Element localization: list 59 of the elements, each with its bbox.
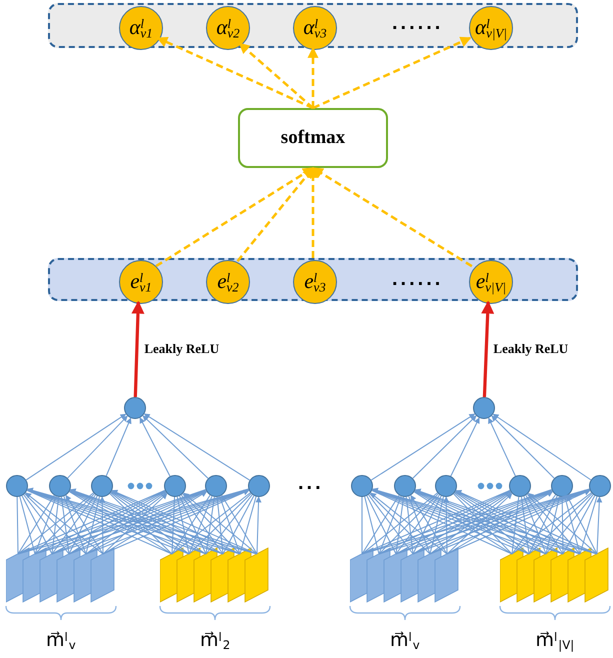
dashed-arrow [155, 166, 314, 268]
neuron-circle [551, 475, 573, 497]
neuron-circle [49, 475, 71, 497]
connection-arrow [140, 417, 170, 477]
neuron-circle [248, 475, 270, 497]
connection-arrow [492, 414, 592, 480]
connection-arrow [26, 414, 126, 480]
connection-arrow [488, 417, 516, 476]
attention-circle [206, 6, 250, 50]
dashed-arrow [156, 36, 314, 110]
attention-circle [469, 260, 513, 304]
neuron-circle [6, 475, 28, 497]
connection-arrow [68, 488, 258, 554]
edge-label: Leakly ReLU [143, 341, 220, 358]
attention-circle [469, 6, 513, 50]
dashed-panel [48, 3, 578, 48]
attention-circle [293, 260, 337, 304]
neuron-circle [435, 475, 457, 497]
ellipsis-text: ...... [392, 268, 444, 291]
neuron-circle [473, 397, 495, 419]
neuron-circle [351, 475, 373, 497]
neuron-circle [509, 475, 531, 497]
connection-arrow [144, 413, 250, 481]
neuron-circle [205, 475, 227, 497]
attention-circle [206, 260, 250, 304]
dashed-arrow [308, 166, 318, 258]
attention-circle [119, 6, 163, 50]
feature-map-stack [160, 546, 270, 604]
box-label: softmax [280, 127, 346, 149]
edge-label: Leakly ReLU [492, 341, 570, 358]
attention-circle [293, 6, 337, 50]
connection-arrow [414, 488, 598, 554]
neuron-circle [589, 475, 611, 497]
activation-arrow [481, 300, 494, 398]
feature-map-stack [350, 546, 460, 604]
activation-arrow [131, 300, 144, 398]
connection-arrow [106, 418, 132, 476]
neuron-circle [164, 475, 186, 497]
ellipsis-text: ...... [392, 12, 444, 35]
connection-arrow [412, 415, 477, 479]
attention-circle [119, 260, 163, 304]
feature-map-stack [500, 546, 610, 604]
neuron-circle [124, 397, 146, 419]
neuron-circle [91, 475, 113, 497]
dashed-arrow [312, 36, 472, 110]
connection-arrow [109, 490, 258, 554]
feature-map-stack [6, 546, 116, 604]
connection-arrow [67, 415, 128, 479]
softmax-box [238, 108, 388, 168]
dashed-panel [48, 258, 578, 301]
neuron-circle [394, 475, 416, 497]
dashed-arrow [238, 42, 314, 109]
connection-arrow [491, 415, 555, 479]
connection-arrow [450, 417, 480, 477]
dashed-arrow [312, 166, 473, 268]
connection-arrow [142, 415, 209, 479]
ellipsis-text: ... [298, 472, 324, 495]
connection-arrow [370, 413, 476, 481]
connection-arrow [453, 490, 598, 554]
